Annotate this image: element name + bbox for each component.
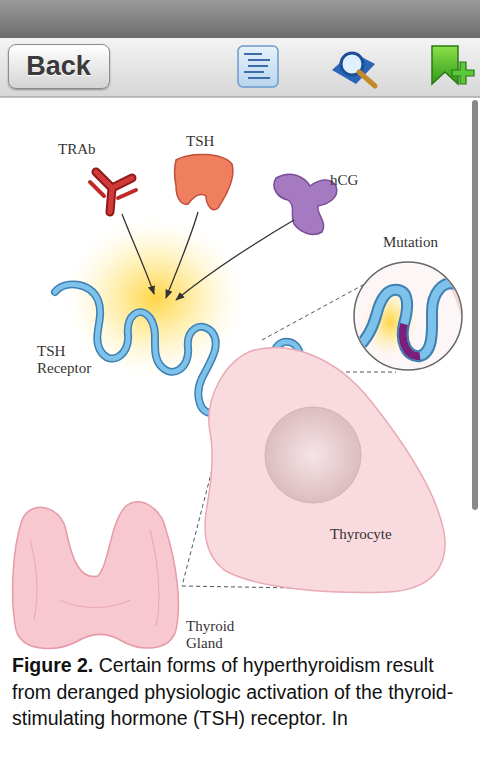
cell-label: Thyrocyte: [330, 526, 392, 543]
tsh-hormone: [175, 154, 233, 209]
inset-outline: [350, 232, 468, 374]
receptor-label: TSH Receptor: [37, 343, 103, 377]
hcg-hormone: [274, 174, 337, 234]
trab-antibody: [90, 172, 136, 212]
binding-arrow: [122, 214, 154, 294]
cell-outline: [198, 340, 448, 596]
binding-arrow: [166, 212, 198, 298]
figure-caption: Figure 2.Certain forms of hyperthyroidis…: [12, 652, 464, 732]
hormone-label: TSH: [186, 133, 214, 150]
toolbar: [0, 38, 480, 97]
inset-heading: Mutation: [383, 234, 438, 251]
status-bar: [0, 0, 480, 38]
back-button: Back: [8, 44, 110, 89]
inset-circle: Mutation: [350, 232, 468, 374]
thyroid-gland: [13, 502, 179, 649]
hormone-label: hCG: [330, 172, 358, 189]
organ-label: Thyroid Gland: [186, 618, 248, 652]
button-label: Back: [26, 51, 91, 81]
bookmark-add-icon: [432, 46, 474, 84]
binding-arrow: [176, 220, 294, 300]
antibody-label: TRAb: [58, 141, 96, 158]
figure-number: Figure 2.: [12, 654, 93, 676]
contents-icon: [238, 46, 278, 87]
cell: Thyrocyte: [198, 340, 448, 596]
scrollbar: [472, 100, 478, 510]
search-icon: [332, 52, 375, 86]
